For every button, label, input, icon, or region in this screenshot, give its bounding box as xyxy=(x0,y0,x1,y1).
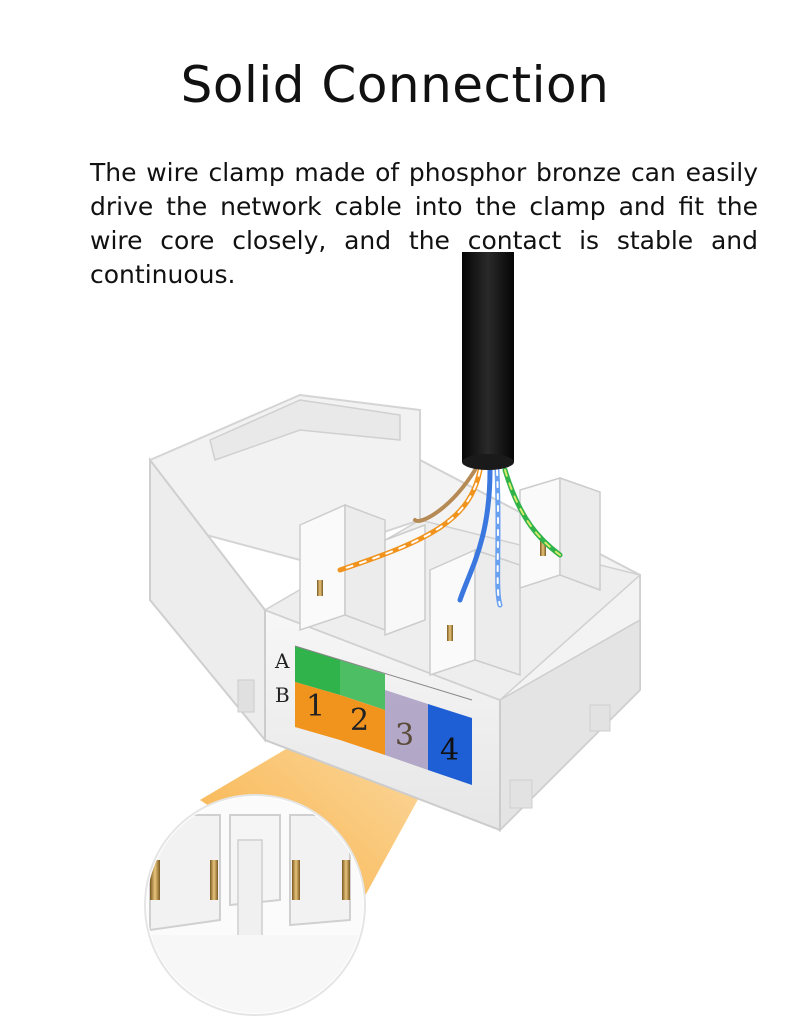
zoom-detail-circle xyxy=(144,794,366,1016)
description-text: The wire clamp made of phosphor bronze c… xyxy=(90,158,758,289)
slot-number-4: 4 xyxy=(440,733,459,768)
slot-number-2: 2 xyxy=(350,703,369,738)
wire-cores xyxy=(337,467,563,608)
idc-clamps xyxy=(299,476,601,677)
row-label-b: B xyxy=(275,683,290,707)
slot-number-3: 3 xyxy=(395,718,414,753)
network-cable xyxy=(462,252,514,470)
color-code-panel xyxy=(294,645,473,785)
page-title: Solid Connection xyxy=(180,56,610,114)
row-label-a: A xyxy=(274,649,290,673)
slot-number-1: 1 xyxy=(306,689,325,724)
